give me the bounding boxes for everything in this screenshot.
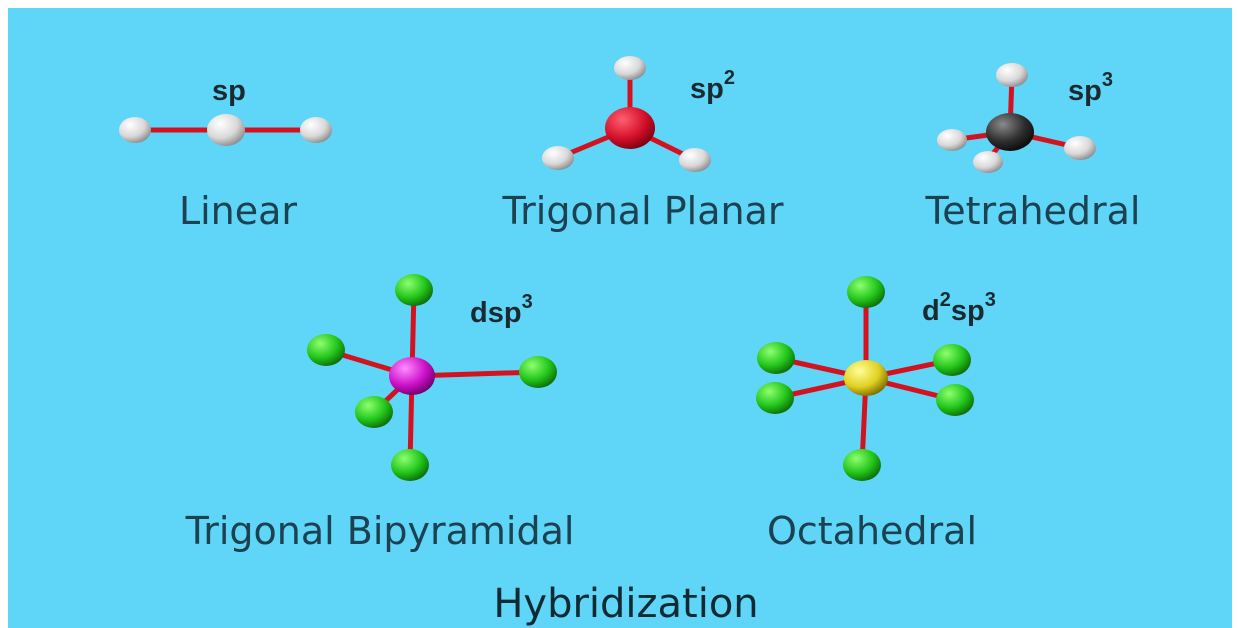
center-atom [605,107,655,149]
center-atom [389,357,435,395]
hydrogen-atom [542,146,574,170]
ligand-atom [847,276,885,308]
tetrahedral-molecule [937,63,1096,173]
center-atom [207,114,245,146]
ligand-atom [933,344,971,376]
linear-molecule [119,114,332,146]
ligand-atom [395,274,433,306]
trigonal-planar-label: Trigonal Planar [502,189,784,233]
center-atom [844,360,888,396]
hydrogen-atom [996,63,1028,87]
hydrogen-atom [614,56,646,80]
ligand-atom [936,384,974,416]
tetrahedral-hybrid-label: sp3 [1068,69,1113,107]
ligand-atom [843,449,881,481]
hydrogen-atom [679,148,711,172]
center-atom [986,113,1034,151]
octahedral-label: Octahedral [767,509,977,553]
octahedral-molecule [756,276,974,481]
trigonal-bipyramidal-molecule [307,274,557,481]
trigonal-bipyramidal-label: Trigonal Bipyramidal [185,509,575,553]
ligand-atom [307,334,345,366]
ligand-atom [355,396,393,428]
hydrogen-atom [119,117,151,143]
trigonal-planar-hybrid-label: sp2 [690,67,735,105]
ligand-atom [519,356,557,388]
hydrogen-atom [937,129,967,151]
ligand-atom [756,382,794,414]
hydrogen-atom [300,117,332,143]
tetrahedral-label: Tetrahedral [925,189,1141,233]
linear-hybrid-label: sp [212,75,246,107]
hydrogen-atom [973,151,1003,173]
diagram-title: Hybridization [493,581,758,627]
octahedral-hybrid-label: d2sp3 [922,289,996,327]
hydrogen-atom [1064,136,1096,160]
ligand-atom [391,449,429,481]
trigonal-planar-molecule [542,56,711,172]
linear-label: Linear [179,189,297,233]
trigonal-bipyramidal-hybrid-label: dsp3 [470,291,533,329]
ligand-atom [757,342,795,374]
